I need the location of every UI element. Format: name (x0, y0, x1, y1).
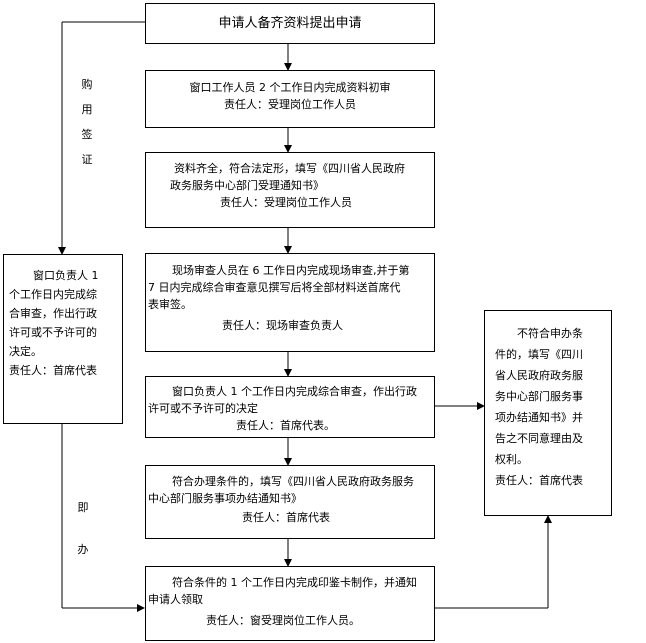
label-char: 用 (81, 103, 93, 116)
step-onsite-review: 现场审查人员在 6 工作日内完成现场审查,并于第 7 日内完成综合审查意见撰写后… (145, 253, 435, 352)
step-text: 7 日内完成综合审查意见撰写后将全部材料送首席代 (148, 281, 401, 294)
step-seal-card: 符合条件的 1 个工作日内完成印鉴卡制作，并通知 申请人领取 责任人：窗受理岗位… (145, 566, 435, 641)
step-text: 现场审查人员在 6 工作日内完成现场审查,并于第 (172, 264, 410, 277)
label-char: 购 (81, 78, 93, 91)
purchase-visa-label: 购 用 签 证 (80, 72, 94, 172)
label-char: 证 (81, 153, 93, 166)
step-responsible: 责任人：窗受理岗位工作人员。 (206, 614, 360, 627)
step-text: 申请人领取 (148, 593, 203, 606)
step-comprehensive-review: 窗口负责人 1 个工作日内完成综合审查，作出行政 许可或不予许可的决定 责任人：… (145, 376, 435, 438)
step-text: 表审签。 (148, 298, 192, 311)
step-acceptance-notice: 资料齐全，符合法定形，填写《四川省人民政府 政务服务中心部门受理通知书》 责任人… (145, 152, 435, 228)
left-window-review-box: 窗口负责人 1 个工作日内完成综 合审查，作出行政 许可或不予许可的 决定。 责… (3, 254, 123, 424)
right-box-text: 件的，填写《四川 (495, 348, 583, 361)
step-text: 中心部门服务事项办结通知书》 (148, 492, 302, 505)
left-box-responsible: 责任人：首席代表 (9, 364, 97, 377)
step-text: 窗口工作人员 2 个工作日内完成资料初审 (189, 81, 391, 94)
label-char: 即 (77, 501, 89, 514)
step-responsible: 责任人：受理岗位工作人员 (224, 98, 356, 111)
step-responsible: 责任人：受理岗位工作人员 (220, 196, 352, 209)
right-box-text: 权利。 (495, 453, 528, 466)
step-submit-application: 申请人备齐资料提出申请 (145, 3, 435, 44)
right-box-text: 省人民政府政务服 (495, 369, 583, 382)
step-text: 符合办理条件的，填写《四川省人民政府政务服务 (172, 475, 414, 488)
right-box-text: 告之不同意理由及 (495, 432, 583, 445)
step-responsible: 责任人：现场审查负责人 (222, 319, 343, 332)
step-text: 许可或不予许可的决定 (148, 402, 258, 415)
right-box-responsible: 责任人：首席代表 (495, 474, 583, 487)
label-char: 办 (77, 543, 89, 556)
immediate-handling-label: 即 办 (76, 487, 90, 571)
left-box-text: 个工作日内完成综 (9, 288, 97, 301)
step-completion-notice: 符合办理条件的，填写《四川省人民政府政务服务 中心部门服务事项办结通知书》 责任… (145, 465, 435, 539)
step-text: 资料齐全，符合法定形，填写《四川省人民政府 (174, 162, 405, 175)
step-text: 政务服务中心部门受理通知书》 (170, 179, 324, 192)
left-box-text: 许可或不予许可的 (9, 326, 97, 339)
step-text: 申请人备齐资料提出申请 (218, 16, 362, 31)
step-initial-review: 窗口工作人员 2 个工作日内完成资料初审 责任人：受理岗位工作人员 (145, 70, 435, 128)
right-box-text: 项办结通知书》并 (495, 411, 583, 424)
step-text: 窗口负责人 1 个工作日内完成综合审查，作出行政 (172, 385, 417, 398)
step-responsible: 责任人：首席代表。 (236, 419, 335, 432)
left-box-text: 决定。 (9, 345, 42, 358)
step-responsible: 责任人：首席代表 (242, 511, 330, 524)
step-text: 符合条件的 1 个工作日内完成印鉴卡制作，并通知 (172, 576, 417, 589)
right-box-text: 不符合申办条 (517, 327, 583, 340)
right-rejection-box: 不符合申办条 件的，填写《四川 省人民政府政务服 务中心部门服务事 项办结通知书… (484, 310, 612, 516)
right-box-text: 务中心部门服务事 (495, 390, 583, 403)
label-char: 签 (81, 128, 93, 141)
left-box-text: 合审查，作出行政 (9, 307, 97, 320)
left-box-text: 窗口负责人 1 (33, 269, 99, 282)
